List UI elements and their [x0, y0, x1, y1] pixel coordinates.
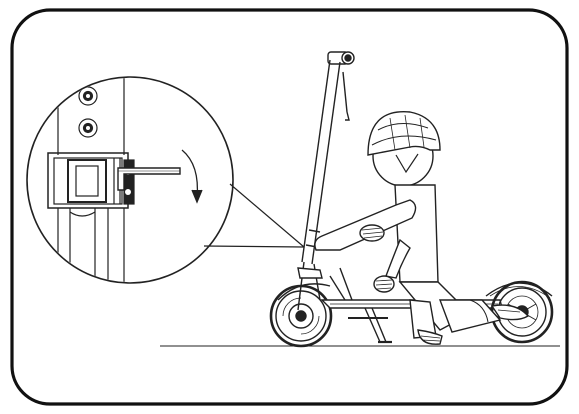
kickstand: [348, 307, 392, 344]
helmet-icon: [367, 111, 441, 174]
stem-line-left: [301, 59, 331, 263]
clamp-housing: [47, 152, 129, 209]
hex-key-icon: [117, 167, 181, 191]
stem-line-right: [311, 61, 341, 265]
zoom-leader-top: [229, 183, 305, 248]
zoom-detail: [26, 76, 305, 284]
shoe-front: [417, 329, 443, 345]
front-wheel: [269, 284, 333, 348]
clamp-latch: [67, 159, 107, 203]
rounded-frame: [10, 8, 569, 406]
screw-top: [78, 86, 98, 106]
shoe-back: [490, 304, 530, 321]
glove: [359, 224, 385, 242]
screw-bottom: [78, 118, 98, 138]
person: [314, 111, 530, 345]
zoom-contents: [47, 78, 135, 282]
magnifier-circle: [26, 76, 234, 284]
zoom-leader-bottom: [203, 245, 305, 248]
handlebar-top: [327, 51, 355, 121]
shin-front: [438, 299, 502, 333]
rotation-arrow-icon: [181, 149, 203, 204]
torso: [394, 184, 439, 283]
arm: [314, 199, 417, 251]
glove-lower: [373, 275, 395, 293]
